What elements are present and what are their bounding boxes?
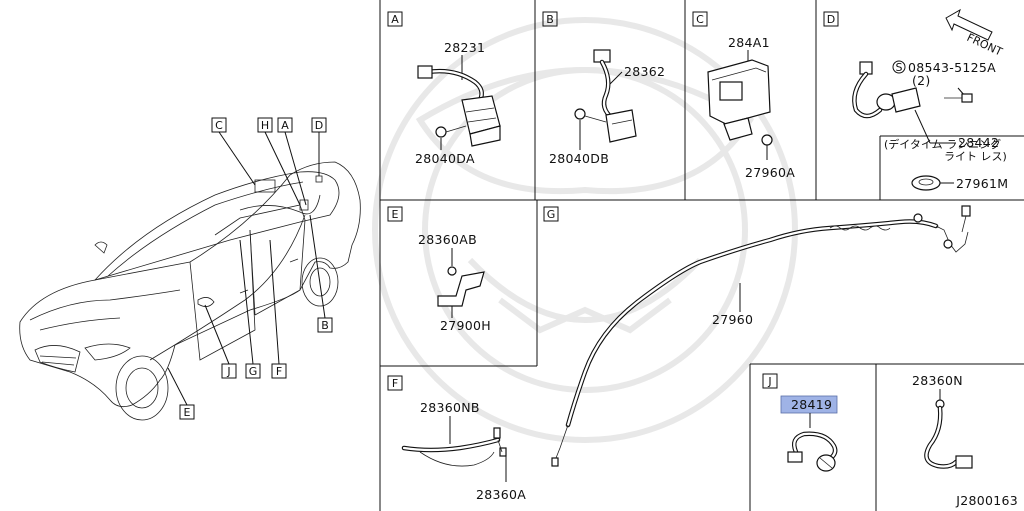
callout-F: F: [276, 365, 282, 378]
callout-H: H: [261, 119, 269, 132]
section-28360N: 28360N: [912, 373, 973, 469]
callout-J: J: [226, 365, 230, 378]
callout-G: G: [249, 365, 258, 378]
callout-D: D: [315, 119, 323, 132]
front-arrow-icon: [945, 8, 993, 41]
section-J: J 28419: [762, 373, 838, 472]
part-27960A: 27960A: [745, 165, 795, 180]
note-light-less: ライト レス): [944, 150, 1007, 163]
highlight-28419: [780, 395, 838, 414]
part-27900H: 27900H: [440, 318, 491, 333]
part-qty-2: (2): [912, 73, 931, 88]
part-28040DB: 28040DB: [549, 151, 609, 166]
svg-text:F: F: [392, 377, 398, 390]
part-27961M: 27961M: [956, 176, 1008, 191]
car-illustration: [19, 161, 361, 421]
section-D: D FRONT S 08543-5125A (2) 28442 (デイタイム ラ…: [823, 8, 1008, 191]
svg-text:A: A: [391, 13, 399, 26]
note-daytime-running: (デイタイム ランニング: [884, 137, 1001, 151]
part-28419: 28419: [791, 397, 832, 412]
section-F: F 28360NB 28360A: [387, 375, 526, 502]
part-28360N: 28360N: [912, 373, 963, 388]
svg-text:G: G: [547, 208, 556, 221]
svg-text:J: J: [767, 375, 771, 388]
section-B: B 28362 28040DB: [542, 11, 665, 166]
part-28231: 28231: [444, 40, 485, 55]
part-284A1: 284A1: [728, 35, 770, 50]
svg-text:B: B: [546, 13, 554, 26]
part-28040DA: 28040DA: [415, 151, 475, 166]
figure-id: J2800163: [955, 493, 1018, 508]
section-A: A 28231 28040DA: [387, 11, 501, 166]
callout-E: E: [184, 406, 191, 419]
svg-text:D: D: [827, 13, 835, 26]
car-callouts: C H A D B J G F E: [167, 117, 333, 420]
part-28360NB: 28360NB: [420, 400, 480, 415]
svg-text:C: C: [696, 13, 704, 26]
section-G: G 27960: [543, 205, 971, 467]
watermark-emblem: [372, 17, 798, 443]
svg-text:S: S: [896, 61, 903, 74]
part-28442: 28442: [958, 135, 999, 150]
part-28362: 28362: [624, 64, 665, 79]
part-27960: 27960: [712, 312, 753, 327]
callout-C: C: [215, 119, 223, 132]
part-08543-5125A: 08543-5125A: [908, 60, 996, 75]
callout-B: B: [321, 319, 329, 332]
section-E: E 28360AB 27900H: [387, 206, 491, 333]
svg-text:E: E: [392, 208, 399, 221]
section-C: C 284A1 27960A: [692, 11, 795, 180]
grid-frame: [379, 0, 1024, 511]
part-28360A: 28360A: [476, 487, 526, 502]
callout-A: A: [281, 119, 289, 132]
front-label: FRONT: [965, 31, 1005, 59]
part-28360AB: 28360AB: [418, 232, 477, 247]
